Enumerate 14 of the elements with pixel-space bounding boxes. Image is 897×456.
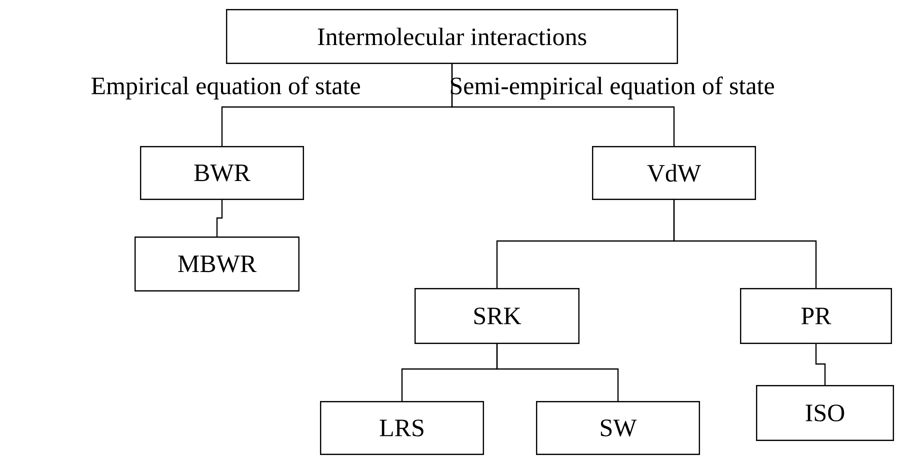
model-box: MBWR bbox=[134, 236, 300, 292]
model-box: BWR bbox=[140, 146, 304, 200]
connector-line bbox=[496, 344, 619, 401]
branch-label: Empirical equation of state bbox=[91, 76, 360, 100]
connector-line bbox=[216, 200, 223, 236]
model-box: Intermolecular interactions bbox=[226, 9, 678, 64]
model-box: PR bbox=[740, 288, 892, 344]
model-box: SW bbox=[536, 401, 700, 455]
model-box: VdW bbox=[592, 146, 756, 200]
model-box: ISO bbox=[756, 385, 894, 441]
connector-line bbox=[673, 200, 817, 288]
model-box: LRS bbox=[320, 401, 484, 455]
connector-line bbox=[815, 344, 826, 385]
model-box: SRK bbox=[414, 288, 580, 344]
